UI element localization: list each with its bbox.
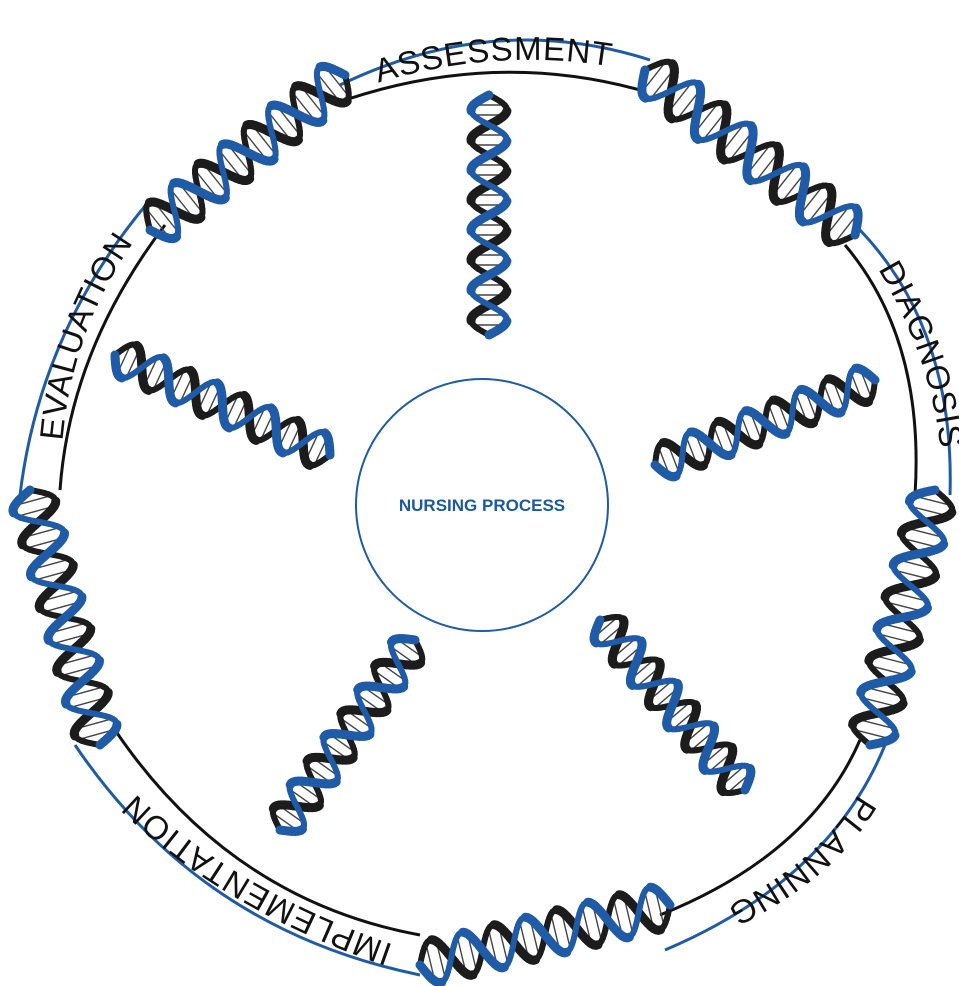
stage-label-evaluation: EVALUATION	[33, 225, 140, 442]
ring-helix-left	[8, 485, 122, 750]
dna-helices	[8, 58, 957, 986]
ring-segment-diagnosis-inner	[843, 244, 918, 496]
radial-helix-lower-left	[268, 634, 426, 836]
ring-segment-evaluation	[18, 199, 152, 496]
radial-helix-upper-left	[110, 340, 335, 470]
radial-helix-top	[466, 90, 512, 340]
radial-helix-upper-right	[650, 363, 880, 482]
ring-helix-right	[848, 485, 957, 750]
strand-blue-segment	[336, 68, 350, 80]
center-circle	[355, 378, 609, 632]
strand-blue-segment	[865, 739, 880, 750]
ring-segment-planning-inner	[659, 739, 862, 917]
strand-blue-segment	[275, 825, 289, 836]
stage-label-assessment: ASSESSMENT	[370, 30, 615, 90]
stage-label-implementation: IMPLEMENTATION	[114, 788, 396, 973]
ring-segment-implementation	[73, 744, 421, 977]
strand-blue-segment	[662, 896, 675, 910]
ring-segment-assessment	[339, 38, 651, 87]
ring-segment-planning	[664, 744, 887, 952]
stage-label-planning: PLANNING	[723, 790, 884, 933]
ring-segment-implementation-inner	[113, 729, 421, 937]
outer-ring	[18, 38, 952, 977]
strand-blue-segment	[850, 225, 861, 240]
strand-blue-segment	[867, 372, 880, 385]
ring-helix-top-left	[143, 61, 352, 244]
center-title: NURSING PROCESS	[399, 496, 565, 515]
strand-blue-segment	[740, 781, 752, 795]
radial-helix-lower-right	[589, 613, 756, 797]
ring-segment-assessment-inner	[344, 70, 641, 102]
ring-helix-top-right	[637, 58, 863, 248]
strand-blue-segment	[95, 737, 109, 750]
ring-segment-diagnosis	[858, 228, 952, 496]
strand-blue-segment	[484, 328, 498, 340]
ring-segment-evaluation-inner	[58, 224, 167, 491]
ring-helix-bottom	[415, 882, 675, 986]
